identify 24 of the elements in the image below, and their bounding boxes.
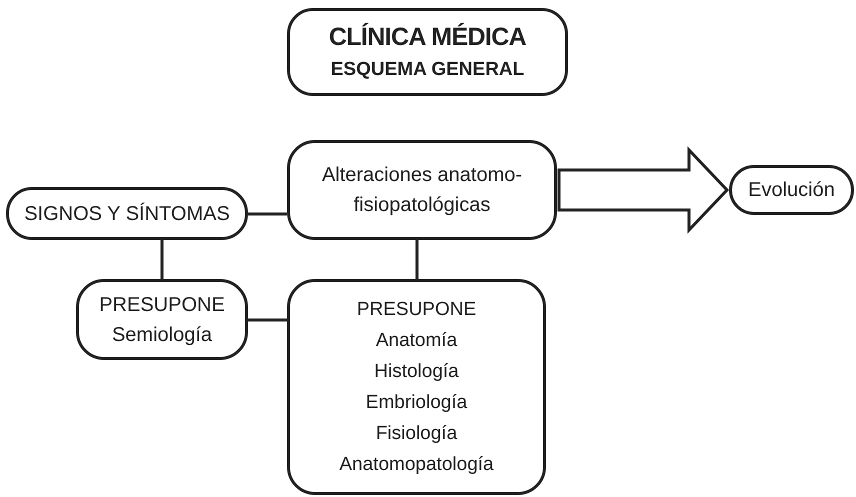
node-text: PRESUPONE <box>98 292 226 318</box>
rounded-box <box>287 279 546 495</box>
node-text: Embriología <box>366 391 468 415</box>
connector-line <box>248 212 287 216</box>
node-text: Histología <box>374 360 459 384</box>
node-text: Alteraciones anatomo-fisiopatológicas <box>320 163 524 218</box>
node-text: Anatomía <box>376 329 458 353</box>
title-text: CLÍNICA MÉDICA <box>328 22 526 53</box>
rounded-box <box>76 279 248 360</box>
node-text: Semiología <box>110 322 214 348</box>
connector-line <box>160 240 164 279</box>
connector-line <box>248 318 287 322</box>
node-text: Fisiología <box>376 422 458 446</box>
block-arrow <box>558 146 730 234</box>
node-text: SIGNOS Y SÍNTOMAS <box>23 202 231 226</box>
rounded-box <box>6 187 248 240</box>
rounded-box <box>729 165 854 215</box>
connector-line <box>416 240 418 279</box>
subtitle-text: ESQUEMA GENERAL <box>330 58 524 82</box>
title-box <box>287 8 568 96</box>
rounded-box <box>287 140 557 240</box>
node-text: Evolución <box>747 178 836 203</box>
node-text: Anatomopatología <box>339 453 494 477</box>
node-text: PRESUPONE <box>356 298 476 322</box>
